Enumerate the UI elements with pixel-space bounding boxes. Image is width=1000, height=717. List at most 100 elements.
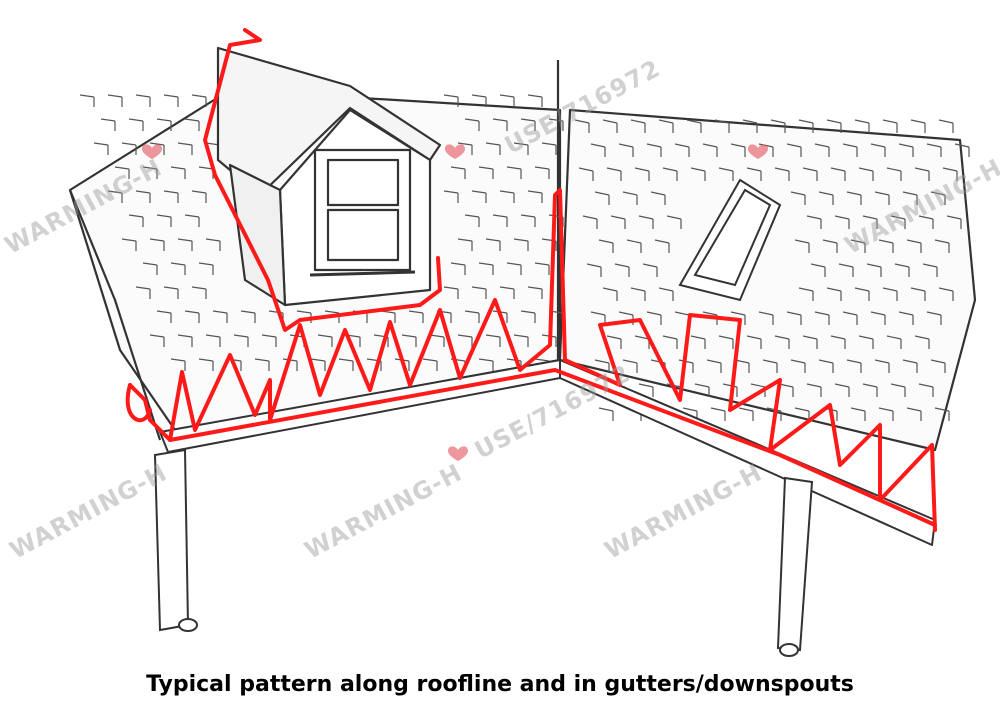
shingle-mark: [706, 359, 722, 364]
shingle-mark: [198, 262, 214, 266]
shingle-mark: [170, 262, 186, 266]
left-roof-edge: [68, 189, 162, 441]
shingle-mark: [471, 94, 487, 98]
shingle-mark: [854, 119, 870, 124]
shingle-mark: [906, 407, 922, 412]
shingle-mark: [886, 335, 902, 340]
shingle-mark: [622, 359, 638, 364]
shingle-mark: [499, 190, 515, 194]
shingle-mark: [548, 118, 564, 122]
shingle-mark: [646, 143, 662, 148]
shingle-mark: [590, 143, 606, 148]
roof-structure: [68, 60, 977, 452]
shingle-mark: [874, 191, 890, 196]
shingle-mark: [478, 166, 494, 170]
shingle-mark: [602, 119, 618, 124]
shingle-mark: [443, 94, 459, 98]
shingle-mark: [922, 263, 938, 268]
shingle-mark: [121, 238, 137, 242]
shingle-mark: [746, 167, 762, 172]
shingle-mark: [890, 383, 906, 388]
shingle-mark: [854, 287, 870, 292]
shingle-mark: [107, 190, 123, 194]
shingle-mark: [408, 310, 424, 314]
shingle-mark: [730, 143, 746, 148]
shingle-mark: [834, 215, 850, 220]
shingle-mark: [520, 118, 536, 122]
shingle-mark: [630, 287, 646, 292]
shingle-mark: [930, 191, 946, 196]
shingle-mark: [534, 166, 550, 170]
shingle-mark: [534, 262, 550, 266]
shingle-mark: [149, 238, 165, 242]
shingle-mark: [163, 190, 179, 194]
shingle-mark: [814, 311, 830, 316]
shingle-mark: [738, 407, 754, 412]
shingle-mark: [790, 359, 806, 364]
shingle-mark: [156, 310, 172, 314]
shingle-mark: [822, 239, 838, 244]
shingle-mark: [513, 238, 529, 242]
shingle-mark: [774, 167, 790, 172]
shingle-mark: [934, 239, 950, 244]
shingle-mark: [457, 334, 473, 338]
shingle-mark: [690, 335, 706, 340]
shingle-mark: [142, 262, 158, 266]
shingle-mark: [254, 358, 270, 362]
shingle-mark: [806, 383, 822, 388]
shingle-mark: [610, 215, 626, 220]
shingle-mark: [666, 215, 682, 220]
shingle-mark: [890, 215, 906, 220]
shingle-mark: [541, 142, 557, 146]
shingle-mark: [471, 286, 487, 290]
shingle-mark: [806, 215, 822, 220]
shingle-mark: [702, 311, 718, 316]
shingle-mark: [882, 287, 898, 292]
shingle-mark: [128, 118, 144, 122]
dormer-side: [228, 163, 287, 307]
shingle-mark: [212, 310, 228, 314]
shingle-mark: [478, 262, 494, 266]
shingle-mark: [934, 407, 950, 412]
shingle-mark: [714, 119, 730, 124]
shingle-mark: [702, 143, 718, 148]
shingle-mark: [163, 94, 179, 98]
shingle-mark: [874, 359, 890, 364]
shingle-mark: [184, 214, 200, 218]
shingle-mark: [862, 215, 878, 220]
shingle-mark: [858, 167, 874, 172]
shingle-mark: [205, 334, 221, 338]
shingle-mark: [690, 167, 706, 172]
shingle-mark: [926, 143, 942, 148]
shingle-mark: [170, 358, 186, 362]
shingle-mark: [810, 263, 826, 268]
shingle-mark: [177, 334, 193, 338]
shingle-mark: [198, 166, 214, 170]
shingle-mark: [906, 239, 922, 244]
shingle-mark: [261, 334, 277, 338]
shingle-mark: [630, 119, 646, 124]
gutter-cable-run: [168, 368, 937, 527]
shingle-mark: [121, 142, 137, 146]
shingle-mark: [191, 286, 207, 290]
shingle-mark: [443, 286, 459, 290]
shingle-mark: [718, 335, 734, 340]
shingle-mark: [842, 311, 858, 316]
shingle-mark: [866, 263, 882, 268]
right-downspout: [776, 476, 814, 652]
shingle-mark: [742, 119, 758, 124]
shingle-mark: [478, 358, 494, 362]
shingle-mark: [886, 167, 902, 172]
shingle-mark: [135, 190, 151, 194]
left-roof-zigzag-cable: [128, 188, 567, 442]
shingle-mark: [838, 263, 854, 268]
shingle-mark: [942, 167, 958, 172]
shingle-mark: [858, 335, 874, 340]
shingle-mark: [163, 286, 179, 290]
shingle-mark: [862, 383, 878, 388]
shingle-mark: [513, 334, 529, 338]
shingle-mark: [606, 335, 622, 340]
shingle-mark: [846, 191, 862, 196]
shingle-mark: [846, 359, 862, 364]
shingle-mark: [578, 167, 594, 172]
